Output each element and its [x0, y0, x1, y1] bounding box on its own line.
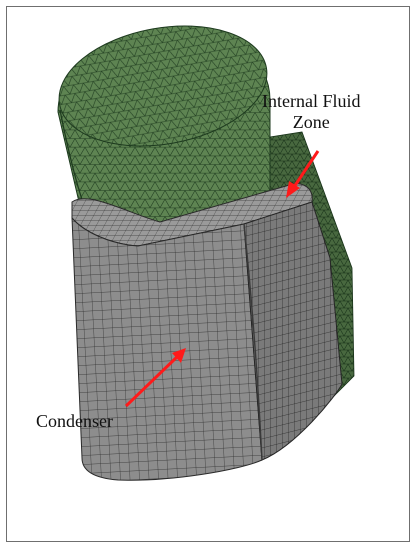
- internal-fluid-zone-label-line1: Internal Fluid: [262, 91, 361, 111]
- arrow-internal-fluid-zone: [286, 150, 320, 198]
- condenser-box: [71, 183, 343, 481]
- internal-fluid-zone-label-line2: Zone: [292, 112, 330, 132]
- arrow-condenser: [124, 348, 186, 408]
- internal-fluid-zone-label: Internal Fluid Zone: [262, 91, 360, 133]
- fluid-zone-cylinder: [57, 25, 271, 241]
- condenser-label: Condenser: [36, 411, 113, 431]
